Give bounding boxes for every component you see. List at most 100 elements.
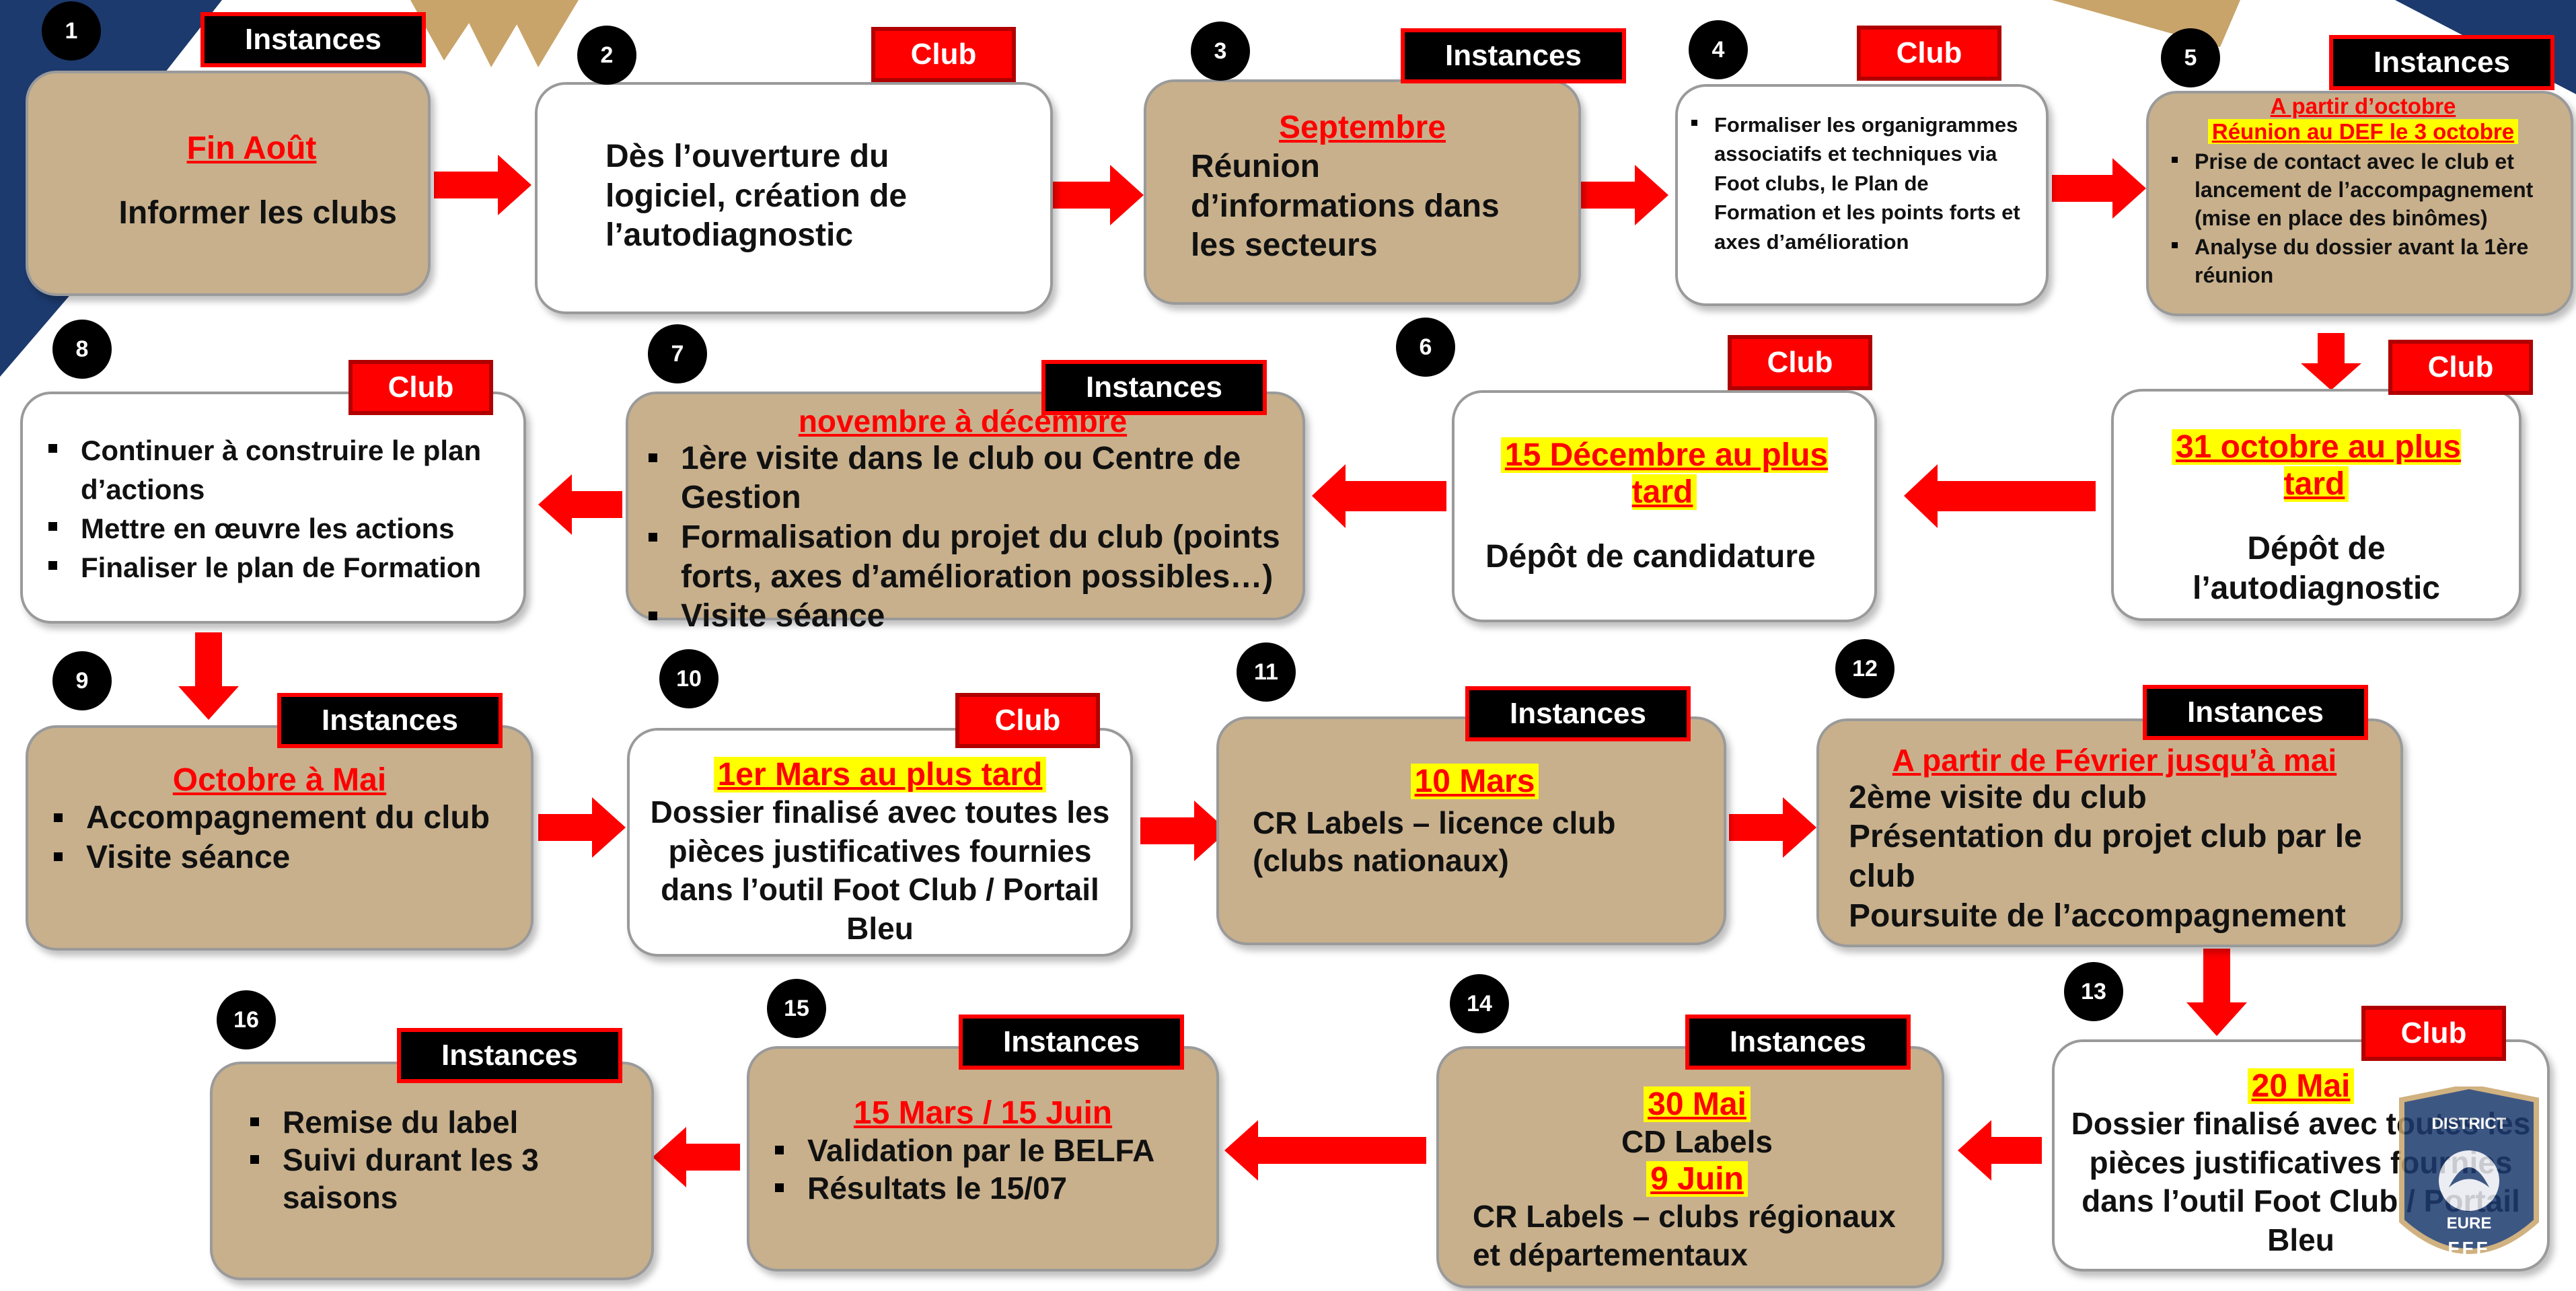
step-10-text: Dossier finalisé avec toutes les pièces …: [650, 795, 1110, 946]
step-9-number: 9: [52, 651, 112, 710]
step-4-bullets: Formaliser les organigrammes associatifs…: [1689, 110, 2032, 256]
step-8-box: Continuer à construire le plan d’actions…: [20, 392, 526, 624]
step-16-bullets: Remise du label Suivi durant les 3 saiso…: [245, 1103, 631, 1216]
step-31oct-tag: Club: [2388, 340, 2533, 395]
step-15-date: 15 Mars / 15 Juin: [853, 1095, 1113, 1131]
step-14-text: CD Labels: [1621, 1124, 1773, 1160]
step-8-number: 8: [52, 320, 112, 379]
step-6-box: 15 Décembre au plus tard Dépôt de candid…: [1452, 390, 1877, 622]
step-11-box: 10 Mars CR Labels – licence club (clubs …: [1216, 716, 1726, 945]
shield-icon: [2399, 1083, 2539, 1254]
arrow-6-7: [1312, 464, 1446, 528]
step-12-line-2: Présentation du projet club par le club: [1849, 819, 2362, 894]
arrow-2-3: [1050, 165, 1144, 225]
logo-top-text: DISTRICT: [2431, 1115, 2507, 1133]
arrow-5-down: [2301, 333, 2361, 390]
step-1-text: Informer les clubs: [118, 195, 397, 231]
step-7-bullet-1: 1ère visite dans le club ou Centre de Ge…: [643, 439, 1282, 518]
step-14-date-highlight: 30 Mai: [1644, 1086, 1751, 1122]
step-6-date: 15 Décembre au plus tard: [1485, 437, 1843, 511]
step-14-date: 30 Mai: [1473, 1086, 1921, 1123]
step-10-number: 10: [659, 649, 719, 708]
district-eure-logo: DISTRICT EURE FFF: [2395, 1083, 2543, 1282]
step-15-bullet-1: Validation par le BELFA: [770, 1132, 1196, 1169]
arrow-7-8: [538, 474, 622, 535]
step-6-text: Dépôt de candidature: [1485, 539, 1816, 575]
step-3-text: Réunion d’informations dans les secteurs: [1191, 149, 1500, 264]
arrow-15-16: [653, 1127, 740, 1187]
step-2-box: Dès l’ouverture du logiciel, création de…: [535, 82, 1053, 314]
step-10-tag: Club: [955, 693, 1100, 748]
step-12-box: A partir de Février jusqu’à mai 2ème vis…: [1816, 718, 2403, 947]
step-14-number: 14: [1450, 974, 1509, 1033]
step-1-date: Fin Août: [186, 131, 317, 166]
arrow-12-down: [2186, 949, 2247, 1036]
step-6-tag: Club: [1728, 335, 1872, 390]
arrow-1-2: [434, 155, 531, 215]
step-16-box: Remise du label Suivi durant les 3 saiso…: [210, 1062, 654, 1280]
step-13-number: 13: [2064, 962, 2123, 1021]
step-14-date2: 9 Juin: [1473, 1160, 1921, 1197]
step-1-box: Fin Août Informer les clubs: [26, 71, 431, 296]
step-7-bullet-3: Visite séance: [643, 597, 1282, 636]
logo-mid-text: EURE: [2446, 1214, 2492, 1232]
step-9-tag: Instances: [277, 693, 503, 748]
step-5-date2-highlight: Réunion au DEF le 3 octobre: [2207, 118, 2519, 144]
step-13-date: 20 Mai: [2068, 1068, 2534, 1105]
step-7-box: novembre à décembre 1ère visite dans le …: [626, 392, 1305, 634]
step-11-number: 11: [1237, 642, 1296, 702]
step-15-tag: Instances: [959, 1015, 1184, 1070]
step-11-date: 10 Mars: [1253, 763, 1697, 800]
arrow-31oct-6: [1904, 464, 2096, 528]
arrow-11-12: [1729, 797, 1816, 858]
step-16-tag: Instances: [397, 1028, 622, 1083]
step-14-box: 30 Mai CD Labels 9 Juin CR Labels – club…: [1436, 1046, 1944, 1288]
step-5-date2: Réunion au DEF le 3 octobre: [2169, 118, 2557, 145]
step-5-bullets: Prise de contact avec le club et lanceme…: [2169, 147, 2557, 289]
arrow-3-4: [1578, 165, 1668, 225]
step-12-line-3: Poursuite de l’accompagnement: [1849, 897, 2346, 934]
step-9-bullet-2: Visite séance: [48, 838, 511, 878]
step-15-bullet-2: Résultats le 15/07: [770, 1169, 1196, 1207]
arrow-13-14: [1958, 1120, 2042, 1181]
step-13-tag: Club: [2361, 1006, 2506, 1061]
step-9-bullet-1: Accompagnement du club: [48, 799, 511, 838]
step-14-tag: Instances: [1685, 1015, 1911, 1070]
step-9-bullets: Accompagnement du club Visite séance: [48, 799, 511, 877]
step-14-text2: CR Labels – clubs régionaux et départeme…: [1473, 1199, 1896, 1272]
step-7-tag: Instances: [1041, 360, 1267, 415]
arrow-14-15: [1224, 1120, 1426, 1181]
step-31oct-date: 31 octobre au plus tard: [2145, 429, 2488, 503]
step-31oct-box: 31 octobre au plus tard Dépôt de l’autod…: [2111, 389, 2522, 621]
step-12-tag: Instances: [2143, 685, 2368, 740]
step-12-date: A partir de Février jusqu’à mai: [1892, 743, 2337, 778]
step-3-tag: Instances: [1401, 28, 1626, 83]
step-11-date-highlight: 10 Mars: [1410, 764, 1539, 799]
step-16-bullet-2: Suivi durant les 3 saisons: [245, 1141, 631, 1216]
step-3-date: Septembre: [1278, 110, 1446, 145]
step-10-box: 1er Mars au plus tard Dossier finalisé a…: [627, 728, 1133, 957]
step-6-number: 6: [1396, 318, 1455, 377]
step-4-box: Formaliser les organigrammes associatifs…: [1675, 84, 2049, 306]
step-16-bullet-1: Remise du label: [245, 1103, 631, 1141]
step-5-box: A partir d’octobre Réunion au DEF le 3 o…: [2146, 91, 2573, 316]
step-15-number: 15: [767, 979, 826, 1038]
step-8-bullet-2: Mettre en œuvre les actions: [43, 509, 503, 548]
step-9-box: Octobre à Mai Accompagnement du club Vis…: [26, 725, 533, 951]
step-3-box: Septembre Réunion d’informations dans le…: [1144, 79, 1581, 305]
step-4-tag: Club: [1857, 26, 2001, 81]
step-8-bullet-3: Finaliser le plan de Formation: [43, 548, 503, 587]
step-9-date: Octobre à Mai: [172, 762, 387, 798]
step-11-tag: Instances: [1465, 686, 1691, 741]
logo-bottom-text: FFF: [2448, 1238, 2491, 1259]
step-8-bullets: Continuer à construire le plan d’actions…: [43, 431, 503, 587]
step-7-bullets: 1ère visite dans le club ou Centre de Ge…: [643, 439, 1282, 636]
arrow-10-11: [1140, 801, 1228, 861]
step-4-number: 4: [1689, 20, 1748, 79]
step-5-bullet-2: Analyse du dossier avant la 1ère réunion: [2169, 233, 2557, 289]
arrow-4-5: [2052, 158, 2146, 219]
step-1-tag: Instances: [200, 12, 426, 67]
step-31oct-text: Dépôt de l’autodiagnostic: [2192, 531, 2440, 606]
step-15-bullets: Validation par le BELFA Résultats le 15/…: [770, 1132, 1196, 1207]
step-5-tag: Instances: [2329, 35, 2554, 90]
